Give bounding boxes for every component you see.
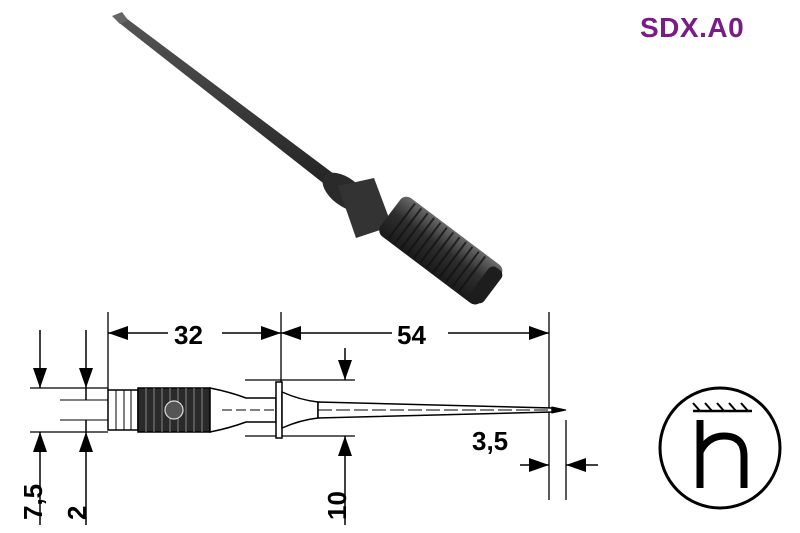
- dim-label-54: 54: [397, 320, 426, 350]
- dim-label-2: 2: [62, 506, 92, 520]
- dim-label-3-5: 3,5: [472, 426, 508, 456]
- dim-label-32: 32: [174, 320, 203, 350]
- product-code: SDX.A0: [640, 12, 745, 43]
- dim-label-7-5: 7,5: [18, 484, 48, 520]
- technical-drawing: [30, 312, 598, 525]
- probe-grip: [379, 196, 503, 305]
- probe-photo: [112, 12, 503, 305]
- dim-label-10: 10: [322, 491, 352, 520]
- probe-needle: [118, 18, 342, 190]
- h-symbol-icon: [658, 386, 782, 510]
